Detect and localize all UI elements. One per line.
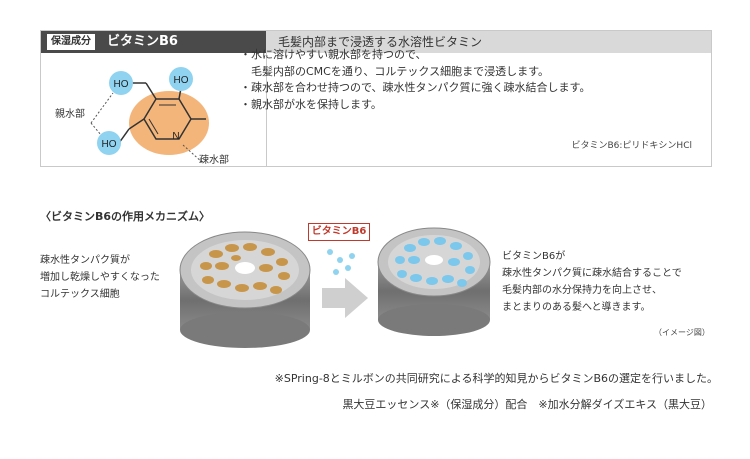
before-cell-cylinder <box>179 231 311 348</box>
blue-protein-dots <box>395 237 475 287</box>
bullet-item: ・水に溶けやすい親水部を持つので、 <box>240 48 427 61</box>
header-left: 保湿成分 ビタミンB6 <box>41 31 266 53</box>
image-note: （イメージ図） <box>654 328 710 337</box>
hydroxyl-bubble <box>97 131 121 155</box>
after-cell-cylinder <box>377 227 491 336</box>
arrow-icon <box>322 278 368 318</box>
vitamin-badge: ビタミンB6 <box>308 223 370 241</box>
bullet-item: ・疎水部を合わせ持つので、疎水性タンパク質に強く疎水結合します。 <box>240 81 591 94</box>
footnote-research: ※SPring-8とミルボンの共同研究による科学的知見からビタミンB6の選定を行… <box>274 372 718 385</box>
ho-label: HO <box>102 139 117 150</box>
after-description: ビタミンB6が 疎水性タンパク質に疎水結合することで 毛髪内部の水分保持力を向上… <box>502 251 682 313</box>
brown-protein-dots <box>200 243 290 294</box>
hydroxyl-bubble <box>109 71 133 95</box>
ingredient-title: ビタミンB6 <box>107 34 178 49</box>
bullet-item: ・親水部が水を保持します。 <box>240 97 382 111</box>
info-box: 保湿成分 ビタミンB6 毛髪内部まで浸透する水溶性ビタミン HO HO HO N… <box>40 30 712 167</box>
molecule-diagram: HO HO HO N <box>90 67 209 164</box>
header-right: 毛髪内部まで浸透する水溶性ビタミン <box>266 31 711 53</box>
footnote-ingredient: 黒大豆エッセンス※（保湿成分）配合 ※加水分解ダイズエキス（黒大豆） <box>342 398 712 411</box>
bullet-item: 毛髪内部のCMCを通り、コルテックス細胞まで浸透します。 <box>240 64 549 78</box>
header-description: 毛髪内部まで浸透する水溶性ビタミン <box>278 35 483 49</box>
hydrophilic-label: 親水部 <box>55 109 85 120</box>
before-description: 疎水性タンパク質が 増加し乾燥しやすくなった コルテックス細胞 <box>40 255 160 300</box>
ho-label: HO <box>174 75 189 86</box>
formula-note: ビタミンB6:ピリドキシンHCl <box>571 141 693 151</box>
mechanism-title: 〈ビタミンB6の作用メカニズム〉 <box>40 210 211 223</box>
vitamin-droplets <box>327 249 355 275</box>
hydroxyl-bubble <box>169 67 193 91</box>
column-divider <box>266 53 267 166</box>
ingredient-tag: 保湿成分 <box>47 34 95 50</box>
ho-label: HO <box>114 79 129 90</box>
bullet-list: ・水に溶けやすい親水部を持つので、 毛髪内部のCMCを通り、コルテックス細胞まで… <box>240 47 670 113</box>
hydrophobic-highlight <box>129 91 209 155</box>
hydrophobic-label: 疎水部 <box>199 155 229 166</box>
nitrogen-label: N <box>172 131 179 142</box>
